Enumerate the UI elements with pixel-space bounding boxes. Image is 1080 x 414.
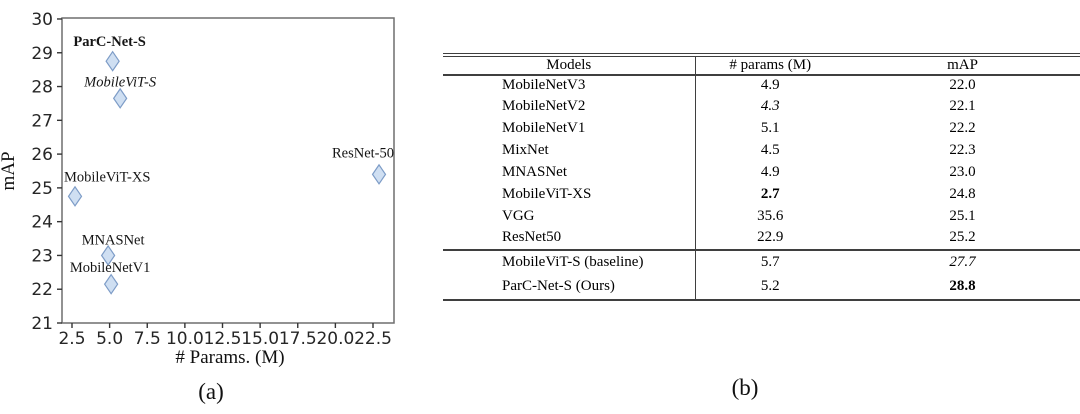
results-table: Models# params (M)mAP MobileNetV3 4.9 22.0…: [443, 53, 1080, 301]
cell-params: 4.9: [760, 164, 780, 181]
y-tick-label: 28: [31, 78, 53, 98]
cell-model: MobileNetV2: [443, 96, 696, 119]
cell-model: ResNet50: [443, 227, 696, 250]
x-tick-label: 12.5: [204, 329, 242, 349]
cell-params: 35.6: [757, 207, 784, 224]
y-axis-label: mAP: [0, 151, 19, 190]
point-label: ResNet-50: [332, 145, 394, 161]
y-tick-label: 25: [31, 179, 53, 199]
y-tick-label: 26: [31, 145, 53, 165]
y-tick-label: 23: [31, 246, 53, 266]
y-tick-label: 29: [31, 44, 53, 64]
cell-map: 23.0: [949, 164, 976, 181]
point-label: ParC-Net-S: [73, 34, 145, 50]
cell-map: 25.2: [949, 229, 976, 246]
cell-map: 27.7: [949, 253, 976, 270]
cell-map: 22.3: [949, 142, 976, 159]
cell-params: 4.5: [760, 142, 780, 159]
point-label: MobileNetV1: [70, 260, 151, 276]
cell-model: MNASNet: [443, 162, 696, 184]
cell-params: 4.3: [760, 98, 780, 115]
column-header-map: mAP: [845, 55, 1080, 76]
cell-map: 22.1: [949, 98, 976, 115]
cell-model: MobileNetV1: [443, 118, 696, 141]
y-tick-label: 24: [31, 213, 53, 233]
cell-params: 22.9: [757, 229, 784, 246]
scatter-point: [100, 244, 116, 267]
caption-b: (b): [731, 375, 759, 400]
cell-model: VGG: [443, 205, 696, 228]
table-panel: Models# params (M)mAP MobileNetV3 4.9 22.0…: [443, 53, 1080, 301]
scatter-point: [371, 163, 387, 185]
x-tick-label: 20.0: [316, 329, 354, 349]
plot-frame: [61, 17, 395, 324]
x-axis-label: # Params. (M): [175, 347, 284, 368]
table-row: ParC-Net-S (Ours) 5.2 28.8: [443, 274, 1080, 300]
cell-params: 4.9: [760, 77, 780, 94]
cell-model: MobileViT-XS: [443, 183, 696, 206]
y-tick-label: 27: [31, 111, 53, 131]
x-tick-label: 7.5: [134, 329, 161, 349]
x-tick-label: 2.5: [58, 329, 85, 349]
y-tick-label: 30: [31, 10, 53, 30]
table-row: VGG 35.6 25.1: [443, 205, 1080, 228]
point-label: MNASNet: [82, 232, 145, 248]
cell-model: MobileViT-S (baseline): [443, 249, 696, 275]
table-row: MobileNetV1 5.1 22.2: [443, 118, 1080, 141]
cell-map: 28.8: [949, 277, 976, 294]
table-row: MixNet 4.5 22.3: [443, 140, 1080, 163]
table-row: ResNet50 22.9 25.2: [443, 227, 1080, 250]
cell-model: MobileNetV3: [443, 74, 696, 97]
x-tick-label: 17.5: [279, 329, 317, 349]
column-header-params: # params (M): [695, 55, 845, 76]
table-row: MobileViT-XS 2.7 24.8: [443, 183, 1080, 206]
table-row: MobileNetV3 4.9 22.0: [443, 74, 1080, 97]
table-row: MobileNetV2 4.3 22.1: [443, 96, 1080, 119]
cell-map: 22.0: [949, 77, 976, 94]
scatter-point: [67, 185, 83, 207]
cell-map: 25.1: [949, 207, 976, 224]
column-header-model: Models: [443, 55, 696, 76]
table-header: Models# params (M)mAP: [443, 55, 1080, 76]
cell-params: 2.7: [760, 186, 780, 203]
x-tick-label: 22.5: [354, 329, 392, 349]
y-tick-label: 21: [31, 314, 53, 334]
table-row: MNASNet 4.9 23.0: [443, 162, 1080, 184]
cell-map: 22.2: [949, 120, 976, 137]
x-tick-label: 5.0: [96, 329, 123, 349]
caption-a: (a): [198, 379, 224, 404]
cell-map: 24.8: [949, 186, 976, 203]
scatter-point: [103, 273, 119, 295]
scatter-point: [112, 87, 128, 109]
cell-params: 5.7: [760, 253, 780, 270]
cell-params: 5.2: [760, 277, 780, 294]
y-tick-label: 22: [31, 280, 53, 300]
cell-model: ParC-Net-S (Ours): [443, 274, 696, 300]
cell-params: 5.1: [760, 120, 780, 137]
point-label: MobileViT-S: [83, 74, 157, 90]
scatter-point: [105, 50, 120, 72]
point-label: MobileViT-XS: [64, 169, 150, 185]
cell-model: MixNet: [443, 140, 696, 163]
x-tick-label: 15.0: [241, 329, 279, 349]
table-row: MobileViT-S (baseline) 5.7 27.7: [443, 249, 1080, 275]
x-tick-label: 10.0: [166, 329, 204, 349]
